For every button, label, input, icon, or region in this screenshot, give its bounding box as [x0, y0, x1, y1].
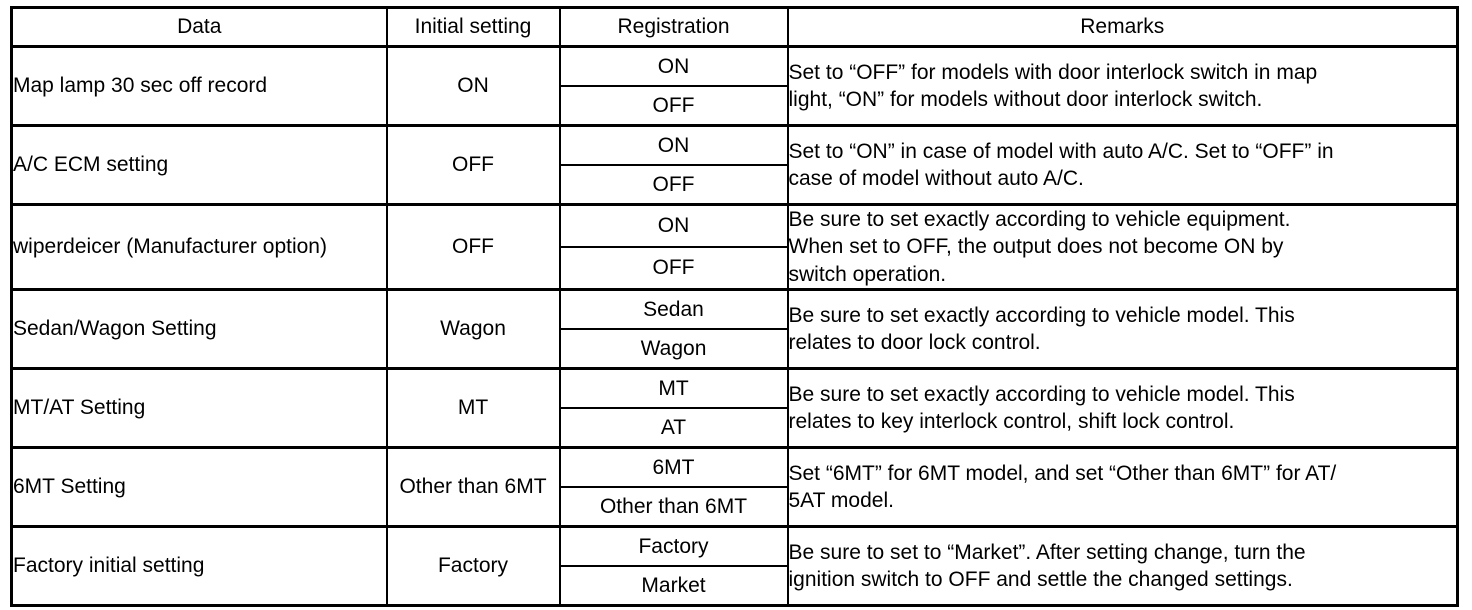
cell-remarks: Be sure to set exactly according to vehi…: [786, 203, 1459, 291]
cell-data-name: 6MT Setting: [10, 445, 388, 528]
table-row: AT: [12, 406, 1458, 449]
cell-data-name: wiperdeicer (Manufacturer option): [10, 203, 388, 291]
column-header-registration: Registration: [558, 6, 789, 48]
remarks-line: relates to key interlock control, shift …: [788, 409, 1235, 433]
cell-remarks: Be sure to set to “Market”. After settin…: [786, 524, 1459, 607]
remarks-line: case of model without auto A/C.: [788, 167, 1084, 190]
cell-data-name: Map lamp 30 sec off record: [10, 45, 388, 127]
remarks-line: light, “ON” for models without door inte…: [788, 88, 1263, 111]
remarks-line: switch operation.: [788, 262, 947, 286]
column-header-remarks: Remarks: [786, 6, 1459, 48]
cell-remarks: Set to “OFF” for models with door interl…: [786, 45, 1459, 127]
table-row: Other than 6MT: [12, 485, 1458, 528]
remarks-line: When set to OFF, the output does not bec…: [788, 235, 1284, 259]
cell-initial-setting: Wagon: [385, 287, 561, 370]
cell-registration-option: Market: [558, 564, 789, 607]
cell-data-name: A/C ECM setting: [10, 124, 388, 206]
remarks-line: 5AT model.: [788, 488, 894, 512]
cell-remarks: Be sure to set exactly according to vehi…: [786, 287, 1459, 370]
cell-data-name: MT/AT Setting: [10, 366, 388, 449]
cell-registration-option: OFF: [558, 245, 789, 291]
remarks-line: Set to “ON” in case of model with auto A…: [788, 139, 1334, 163]
column-header-data: Data: [10, 6, 388, 48]
remarks-line: relates to door lock control.: [788, 330, 1041, 354]
remarks-line: ignition switch to OFF and settle the ch…: [788, 567, 1293, 591]
table-header: Data Initial setting Registration Remark…: [10, 6, 1459, 48]
cell-registration-option: ON: [558, 202, 789, 248]
cell-remarks: Set to “ON” in case of model with auto A…: [786, 124, 1459, 206]
cell-registration-option: AT: [558, 406, 789, 449]
cell-registration-option: 6MT: [558, 445, 789, 488]
cell-registration-option: OFF: [558, 164, 789, 206]
cell-initial-setting: ON: [385, 45, 561, 127]
customize-settings-table: Data Initial setting Registration Remark…: [10, 6, 1459, 607]
cell-registration-option: Wagon: [558, 327, 789, 370]
cell-registration-option: Sedan: [558, 287, 789, 330]
settings-table-container: Data Initial setting Registration Remark…: [10, 6, 1459, 607]
table-row: OFF: [12, 164, 1458, 206]
remarks-line: Set to “OFF” for models with door interl…: [788, 60, 1318, 84]
cell-initial-setting: Other than 6MT: [385, 445, 561, 528]
remarks-line: Set “6MT” for 6MT model, and set “Other …: [788, 461, 1337, 485]
cell-initial-setting: MT: [385, 366, 561, 449]
cell-remarks: Set “6MT” for 6MT model, and set “Other …: [786, 445, 1459, 528]
cell-registration-option: ON: [558, 45, 789, 87]
cell-registration-option: Other than 6MT: [558, 485, 789, 528]
table-row: OFF: [12, 85, 1458, 127]
cell-registration-option: OFF: [558, 85, 789, 127]
table-row: Wagon: [12, 327, 1458, 370]
cell-registration-option: ON: [558, 124, 789, 166]
remarks-line: Be sure to set exactly according to vehi…: [788, 382, 1295, 406]
cell-data-name: Factory initial setting: [10, 524, 388, 607]
cell-data-name: Sedan/Wagon Setting: [10, 287, 388, 370]
remarks-line: Be sure to set exactly according to vehi…: [788, 303, 1295, 327]
header-row: Data Initial setting Registration Remark…: [10, 6, 1459, 48]
cell-remarks: Be sure to set exactly according to vehi…: [786, 366, 1459, 449]
remarks-line: Be sure to set to “Market”. After settin…: [788, 540, 1306, 564]
table-row: Market: [12, 564, 1458, 607]
cell-initial-setting: OFF: [385, 203, 561, 291]
cell-registration-option: MT: [558, 366, 789, 409]
remarks-line: Be sure to set exactly according to vehi…: [788, 208, 1291, 231]
cell-registration-option: Factory: [558, 524, 789, 567]
column-header-initial-setting: Initial setting: [385, 6, 561, 48]
cell-initial-setting: OFF: [385, 124, 561, 206]
table-row: OFF: [12, 245, 1458, 291]
cell-initial-setting: Factory: [385, 524, 561, 607]
